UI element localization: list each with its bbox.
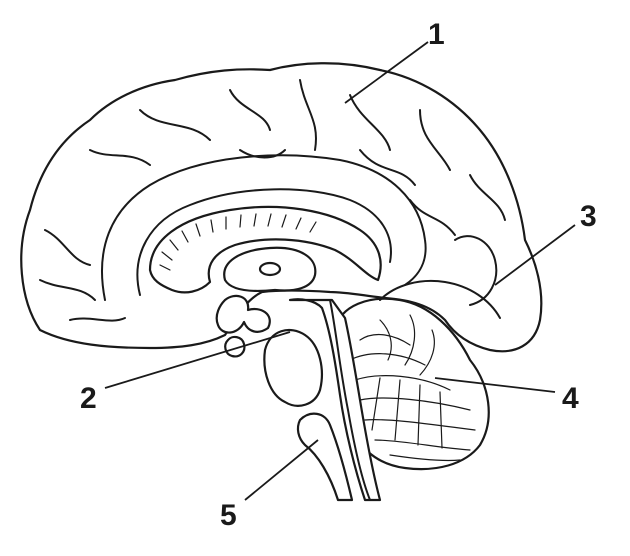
label-1: 1: [428, 18, 445, 51]
label-1-leader: [344, 41, 429, 104]
sulcus-line: [419, 109, 451, 171]
callosal-fibers: [159, 213, 317, 271]
cingulate-sulcus: [101, 154, 427, 301]
label-5: 5: [220, 499, 237, 532]
label-4: 4: [562, 382, 579, 415]
pituitary-gland: [224, 335, 246, 358]
sulcus-line: [139, 109, 211, 141]
brainstem: [288, 298, 382, 502]
label-2-leader: [104, 331, 291, 389]
sulcus-line: [229, 89, 271, 131]
calcarine-region: [379, 279, 501, 319]
cerebellar-folia: [349, 314, 476, 462]
pons: [263, 328, 323, 407]
corpus-callosum: [148, 205, 382, 294]
label-2: 2: [80, 382, 97, 415]
label-3-leader: [494, 224, 576, 286]
sulcus-line: [469, 174, 506, 221]
interthalamic-adhesion: [258, 261, 282, 277]
sulcus-line: [69, 317, 126, 322]
label-5-leader: [244, 439, 319, 501]
sulcus-line: [359, 149, 416, 186]
sulcus-line: [299, 79, 317, 151]
sulcus-line: [89, 149, 151, 166]
medulla: [296, 412, 354, 502]
sulcus-line: [409, 199, 456, 236]
callosal-sulcus: [136, 188, 392, 296]
hypothalamus: [215, 294, 271, 334]
label-3: 3: [580, 200, 597, 233]
fourth-ventricle: [329, 299, 371, 501]
sulcus-line: [239, 149, 286, 159]
sulcus-line: [349, 94, 391, 151]
occipital-gyrus: [454, 235, 498, 306]
sulcus-line: [39, 279, 96, 301]
label-4-leader: [434, 377, 556, 393]
sulcus-line: [44, 229, 91, 266]
